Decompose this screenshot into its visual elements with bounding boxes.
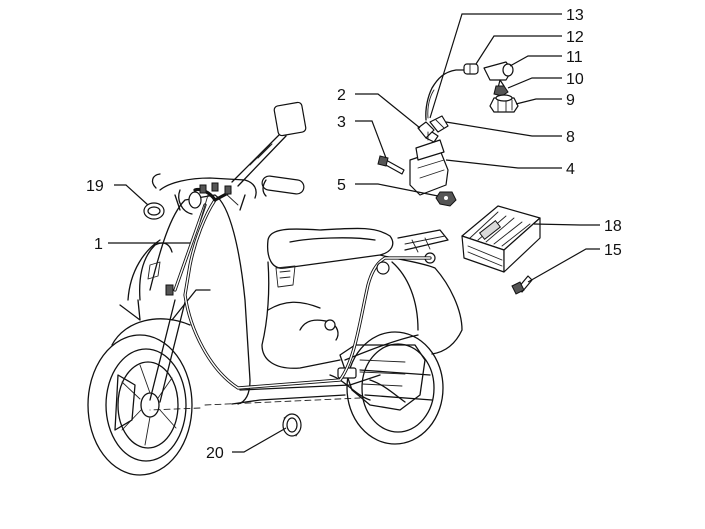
- part-8-terminal: [429, 115, 449, 133]
- callout-8: 8: [566, 129, 575, 146]
- part-5-nut: [435, 191, 457, 207]
- callout-15: 15: [604, 242, 622, 259]
- callout-1: 1: [94, 236, 103, 253]
- callout-20: 20: [206, 445, 224, 462]
- part-15-screw: [511, 275, 533, 295]
- part-11-spark-plug-cap: [483, 61, 514, 89]
- rear-wheel: [346, 331, 444, 445]
- front-wheel: [87, 334, 193, 476]
- part-19-grommet: [143, 202, 165, 220]
- part-3-bolt: [377, 155, 405, 175]
- callout-18: 18: [604, 218, 622, 235]
- callout-5: 5: [337, 177, 346, 194]
- callout-13: 13: [566, 7, 584, 24]
- part-20-ring: [282, 413, 302, 437]
- wiring-harness: [165, 182, 432, 390]
- part-9-cap: [489, 94, 519, 113]
- callout-3: 3: [337, 114, 346, 131]
- callout-12: 12: [566, 29, 584, 46]
- callout-9: 9: [566, 92, 575, 109]
- callout-10: 10: [566, 71, 584, 88]
- part-4-ignition-coil: [409, 131, 449, 196]
- part-10-nut: [493, 85, 509, 97]
- callout-labels: 13 12 11 10 9 2 8 3 4 5 19 1 18 15 20: [86, 7, 622, 462]
- callout-2: 2: [337, 87, 346, 104]
- callout-4: 4: [566, 161, 575, 178]
- callout-11: 11: [566, 49, 583, 66]
- part-12-connector: [463, 63, 479, 75]
- part-13-ht-cable: [425, 69, 469, 121]
- part-18-control-unit: [461, 205, 541, 273]
- callout-19: 19: [86, 178, 104, 195]
- scooter-illustration: [87, 101, 463, 476]
- leader-lines: [108, 13, 600, 453]
